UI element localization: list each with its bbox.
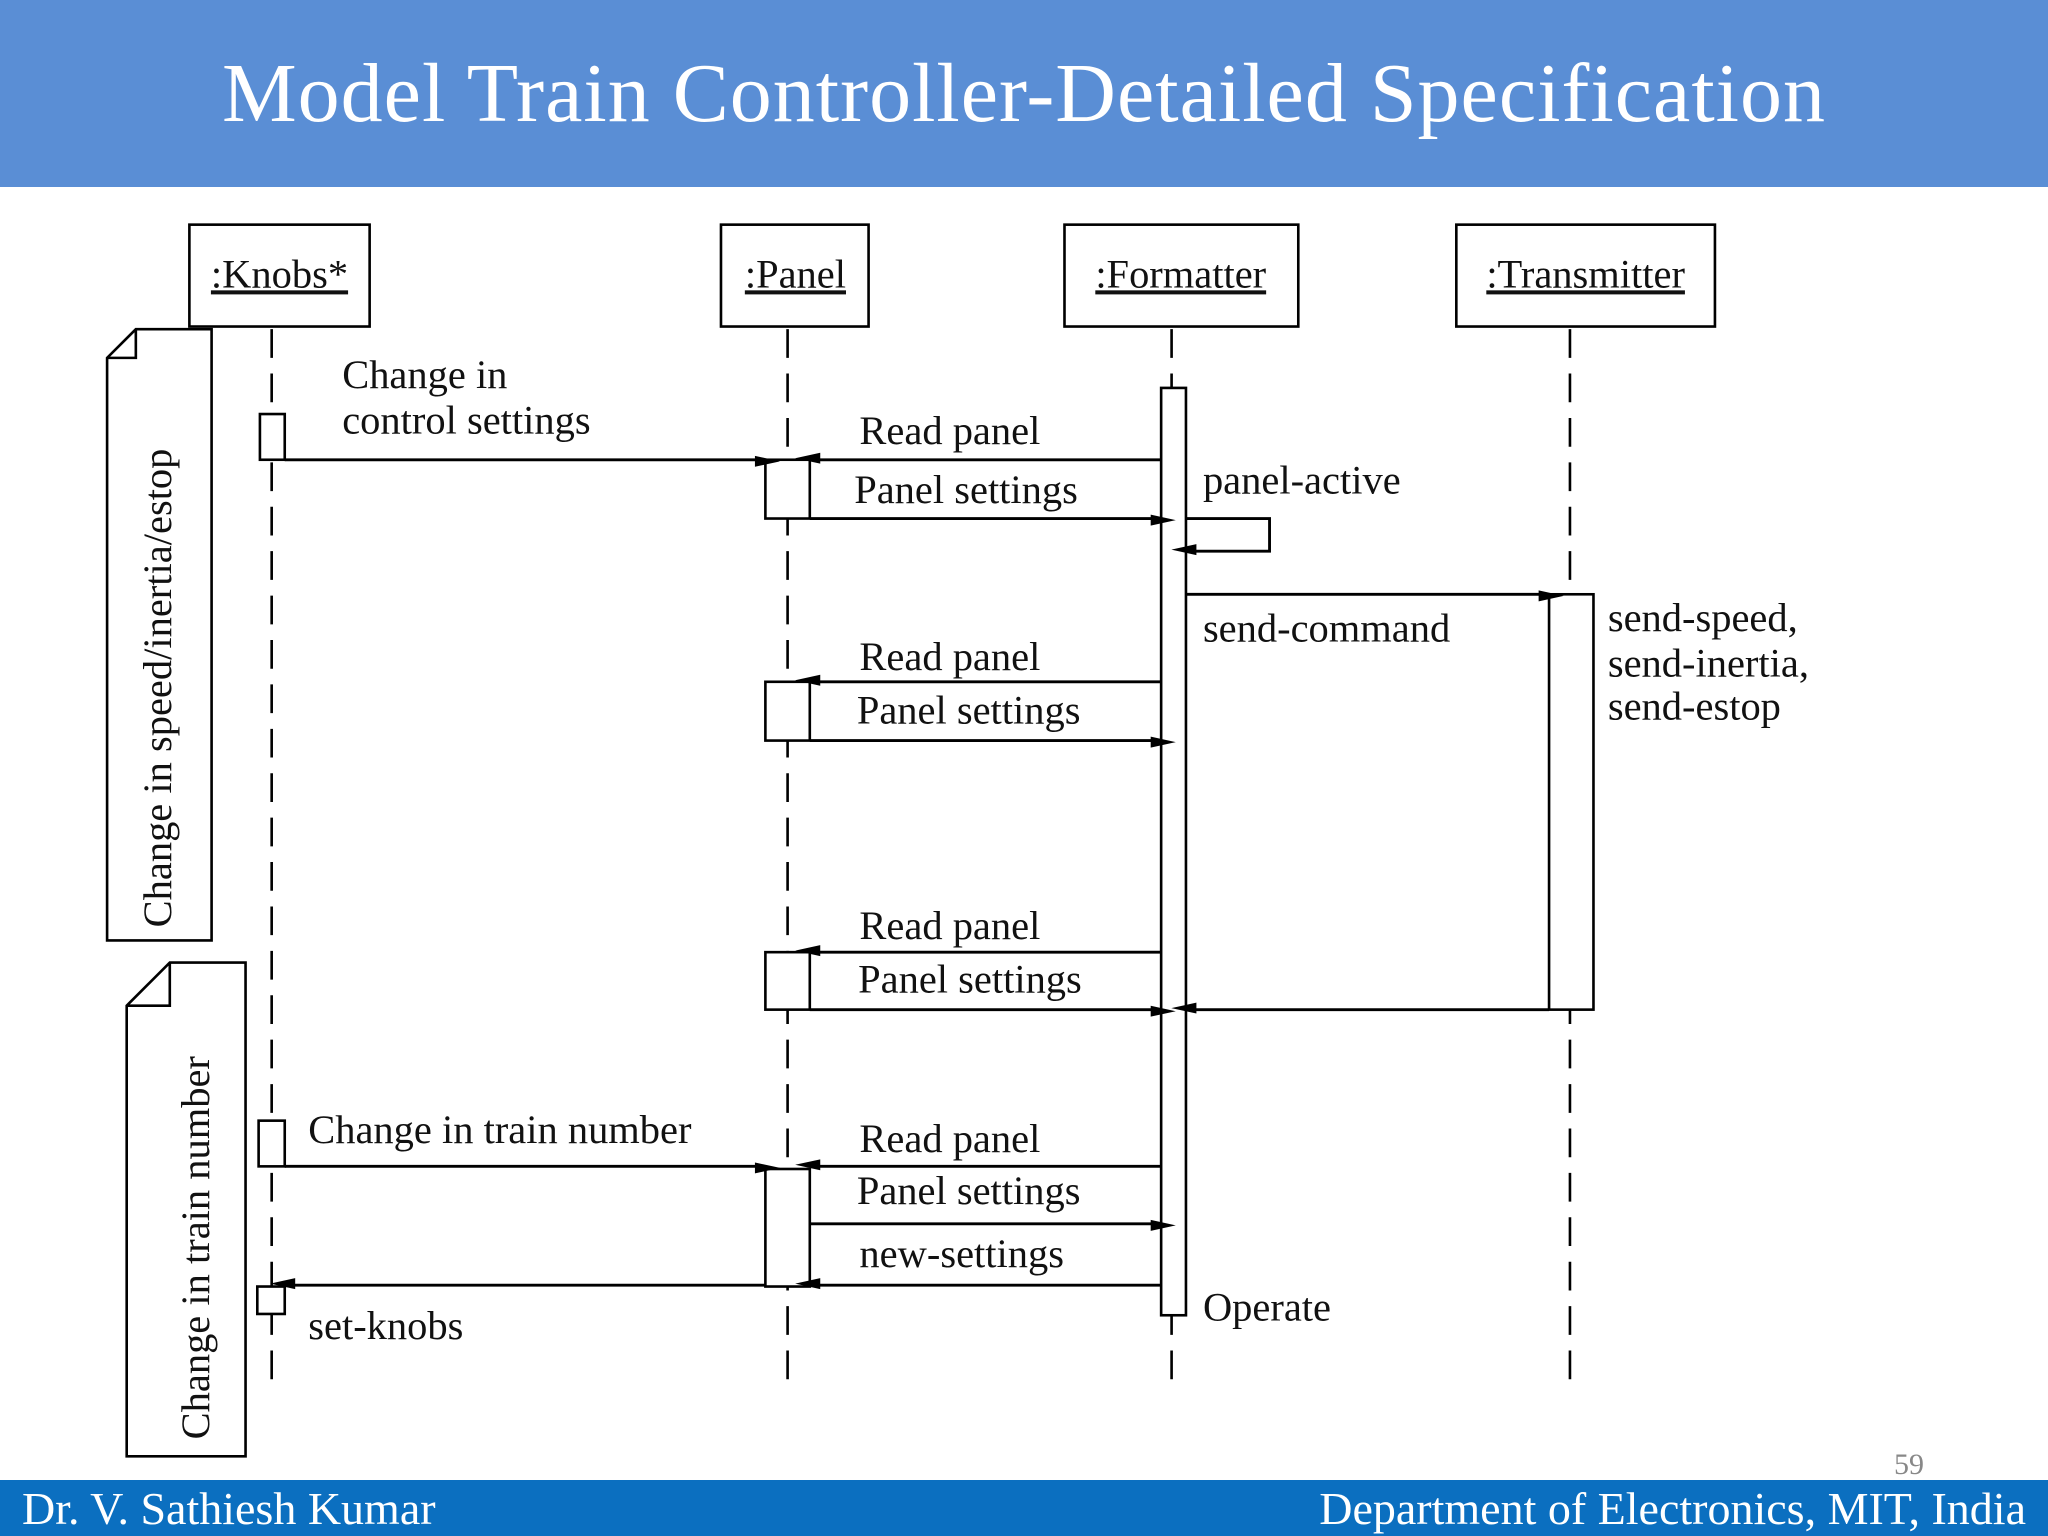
object-knobs-label: :Knobs* — [211, 251, 348, 296]
label-panel-settings-4: Panel settings — [857, 1168, 1081, 1213]
activation-knobs-1 — [258, 412, 287, 462]
object-formatter-box — [1063, 223, 1300, 328]
label-send-estop: send-estop — [1608, 684, 1781, 729]
label-panel-settings-3: Panel settings — [858, 957, 1082, 1002]
label-read-panel-1: Read panel — [859, 408, 1040, 453]
activation-panel-1 — [764, 458, 812, 520]
activation-formatter — [1159, 386, 1188, 1317]
label-operate: Operate — [1203, 1284, 1331, 1329]
note-train-number-text: Change in train number — [173, 1056, 218, 1440]
object-knobs-box — [188, 223, 371, 328]
activation-transmitter — [1547, 592, 1595, 1011]
object-panel-box — [719, 223, 870, 328]
label-panel-settings-2: Panel settings — [857, 688, 1081, 733]
label-read-panel-2: Read panel — [859, 634, 1040, 679]
footer-author: Dr. V. Sathiesh Kumar — [22, 1483, 436, 1534]
footer-department: Department of Electronics, MIT, India — [1319, 1483, 2026, 1534]
label-set-knobs: set-knobs — [308, 1303, 463, 1348]
activation-knobs-3 — [256, 1285, 287, 1316]
slide-header: Model Train Controller-Detailed Specific… — [0, 0, 2048, 187]
object-transmitter-box — [1455, 223, 1717, 328]
label-send-speed: send-speed, — [1608, 595, 1798, 640]
activation-knobs-2 — [257, 1119, 287, 1168]
note-train-number — [125, 961, 247, 1458]
object-panel-label: :Panel — [745, 251, 846, 296]
label-change-in: Change in — [342, 352, 507, 397]
label-panel-settings-1: Panel settings — [854, 467, 1078, 512]
label-control-settings: control settings — [342, 398, 590, 443]
slide-title: Model Train Controller-Detailed Specific… — [221, 47, 1826, 140]
note-speed-text: Change in speed/inertia/estop — [135, 449, 180, 928]
page-number: 59 — [1894, 1448, 1924, 1481]
note-speed — [105, 327, 213, 942]
label-new-settings: new-settings — [859, 1231, 1064, 1276]
label-send-inertia: send-inertia, — [1608, 641, 1809, 686]
object-formatter-label: :Formatter — [1095, 251, 1266, 296]
msg-panel-active — [1171, 517, 1271, 556]
activation-panel-3 — [764, 950, 812, 1011]
label-send-command: send-command — [1203, 605, 1450, 650]
label-change-train-number: Change in train number — [308, 1107, 692, 1152]
slide-footer: Dr. V. Sathiesh Kumar Department of Elec… — [0, 1480, 2048, 1536]
label-panel-active: panel-active — [1203, 458, 1401, 503]
object-transmitter-label: :Transmitter — [1486, 251, 1685, 296]
activation-panel-4 — [764, 1167, 812, 1288]
activation-panel-2 — [764, 680, 812, 742]
label-read-panel-3: Read panel — [859, 903, 1040, 948]
label-read-panel-4: Read panel — [859, 1116, 1040, 1161]
